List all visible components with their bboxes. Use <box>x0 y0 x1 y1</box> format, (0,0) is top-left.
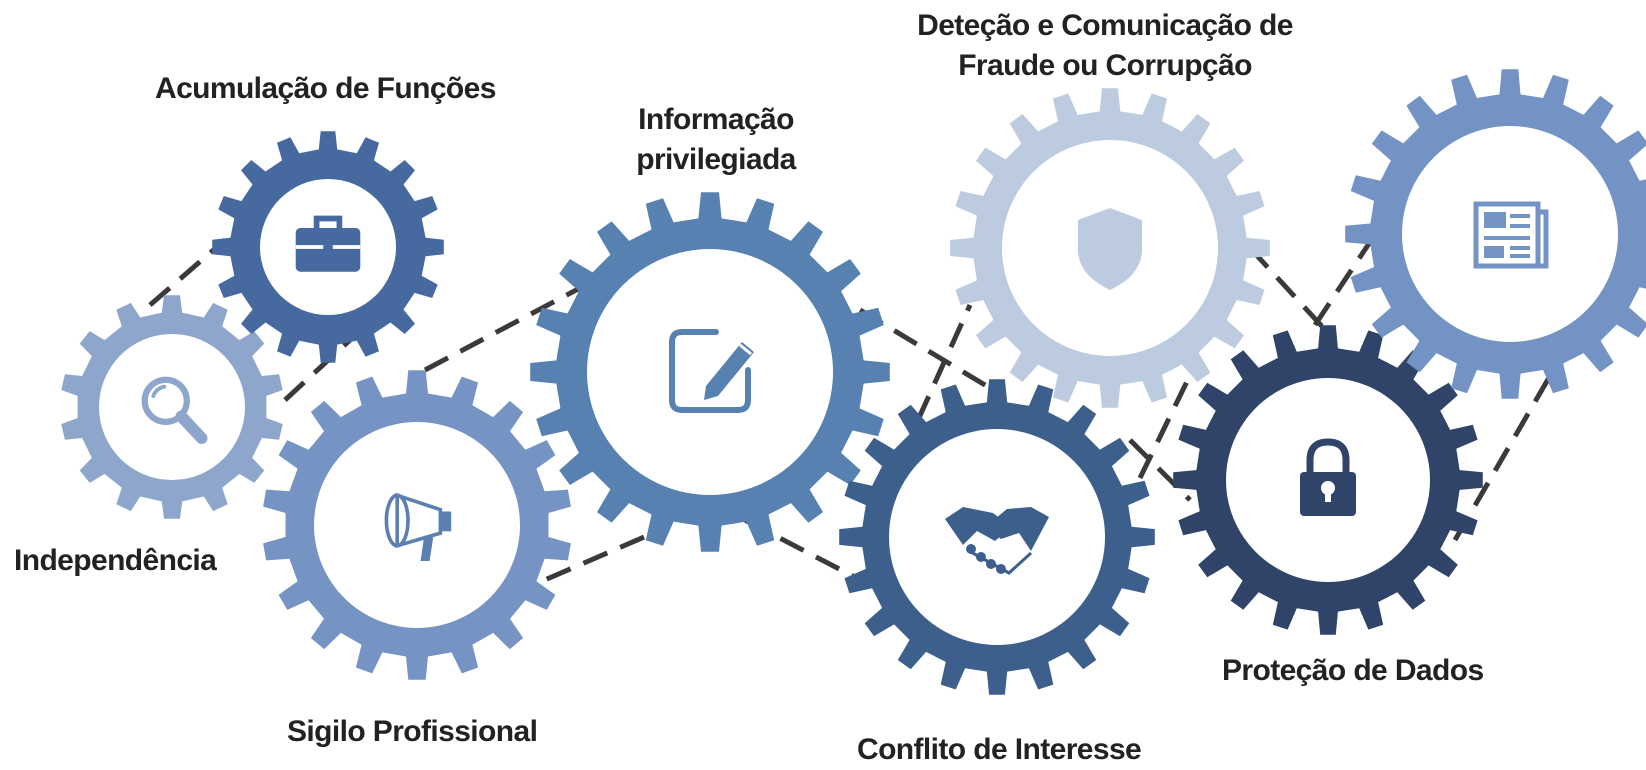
connector-line <box>1128 438 1192 502</box>
magnifier-icon <box>141 376 208 445</box>
label-protecao: Proteção de Dados <box>1222 651 1484 691</box>
connector-lines <box>148 238 1568 598</box>
label-sigilo: Sigilo Profissional <box>287 712 538 752</box>
connector-line <box>423 285 582 373</box>
megaphone-icon <box>384 492 452 561</box>
label-line: Fraude ou Corrupção <box>958 49 1252 82</box>
connector-line <box>1312 240 1373 327</box>
label-independencia: Independência <box>14 541 217 581</box>
label-line: Acumulação de Funções <box>155 72 496 105</box>
gear-independencia <box>61 295 283 519</box>
label-acumulacao: Acumulação de Funções <box>155 69 496 109</box>
shield-icon <box>1078 208 1142 290</box>
gear-inner-circle <box>587 249 833 495</box>
label-line: Informação <box>638 103 794 136</box>
label-conflito: Conflito de Interesse <box>857 730 1142 770</box>
label-line: Sigilo Profissional <box>287 715 538 748</box>
label-informacao: Informação privilegiada <box>626 100 806 180</box>
connector-line <box>1137 363 1198 480</box>
label-line: Independência <box>14 544 217 577</box>
gear-sigilo <box>263 370 571 680</box>
label-line: privilegiada <box>636 143 796 176</box>
edit-icon <box>669 329 754 413</box>
briefcase-icon <box>295 215 361 272</box>
gear-detecao <box>950 88 1270 408</box>
gear-inner-circle <box>1402 126 1618 342</box>
gear-documento <box>1345 69 1646 399</box>
gear-inner-circle <box>314 422 520 628</box>
padlock-icon <box>1300 438 1356 516</box>
connector-line <box>915 303 973 422</box>
connector-line <box>509 525 666 598</box>
gear-informacao <box>530 192 890 552</box>
label-detecao: Deteção e Comunicação de Fraude ou Corru… <box>905 6 1305 86</box>
gear-inner-circle <box>99 334 245 480</box>
label-line: Proteção de Dados <box>1222 654 1484 687</box>
label-line: Conflito de Interesse <box>857 733 1142 766</box>
connector-line <box>283 338 352 402</box>
connector-line <box>1452 348 1568 542</box>
gear-acumulacao <box>212 131 444 363</box>
gear-conflito <box>839 379 1155 695</box>
newspaper-icon <box>1473 201 1549 269</box>
label-line: Deteção e Comunicação de <box>917 9 1293 42</box>
gear-protecao <box>1173 325 1483 635</box>
handshake-icon <box>945 507 1049 575</box>
